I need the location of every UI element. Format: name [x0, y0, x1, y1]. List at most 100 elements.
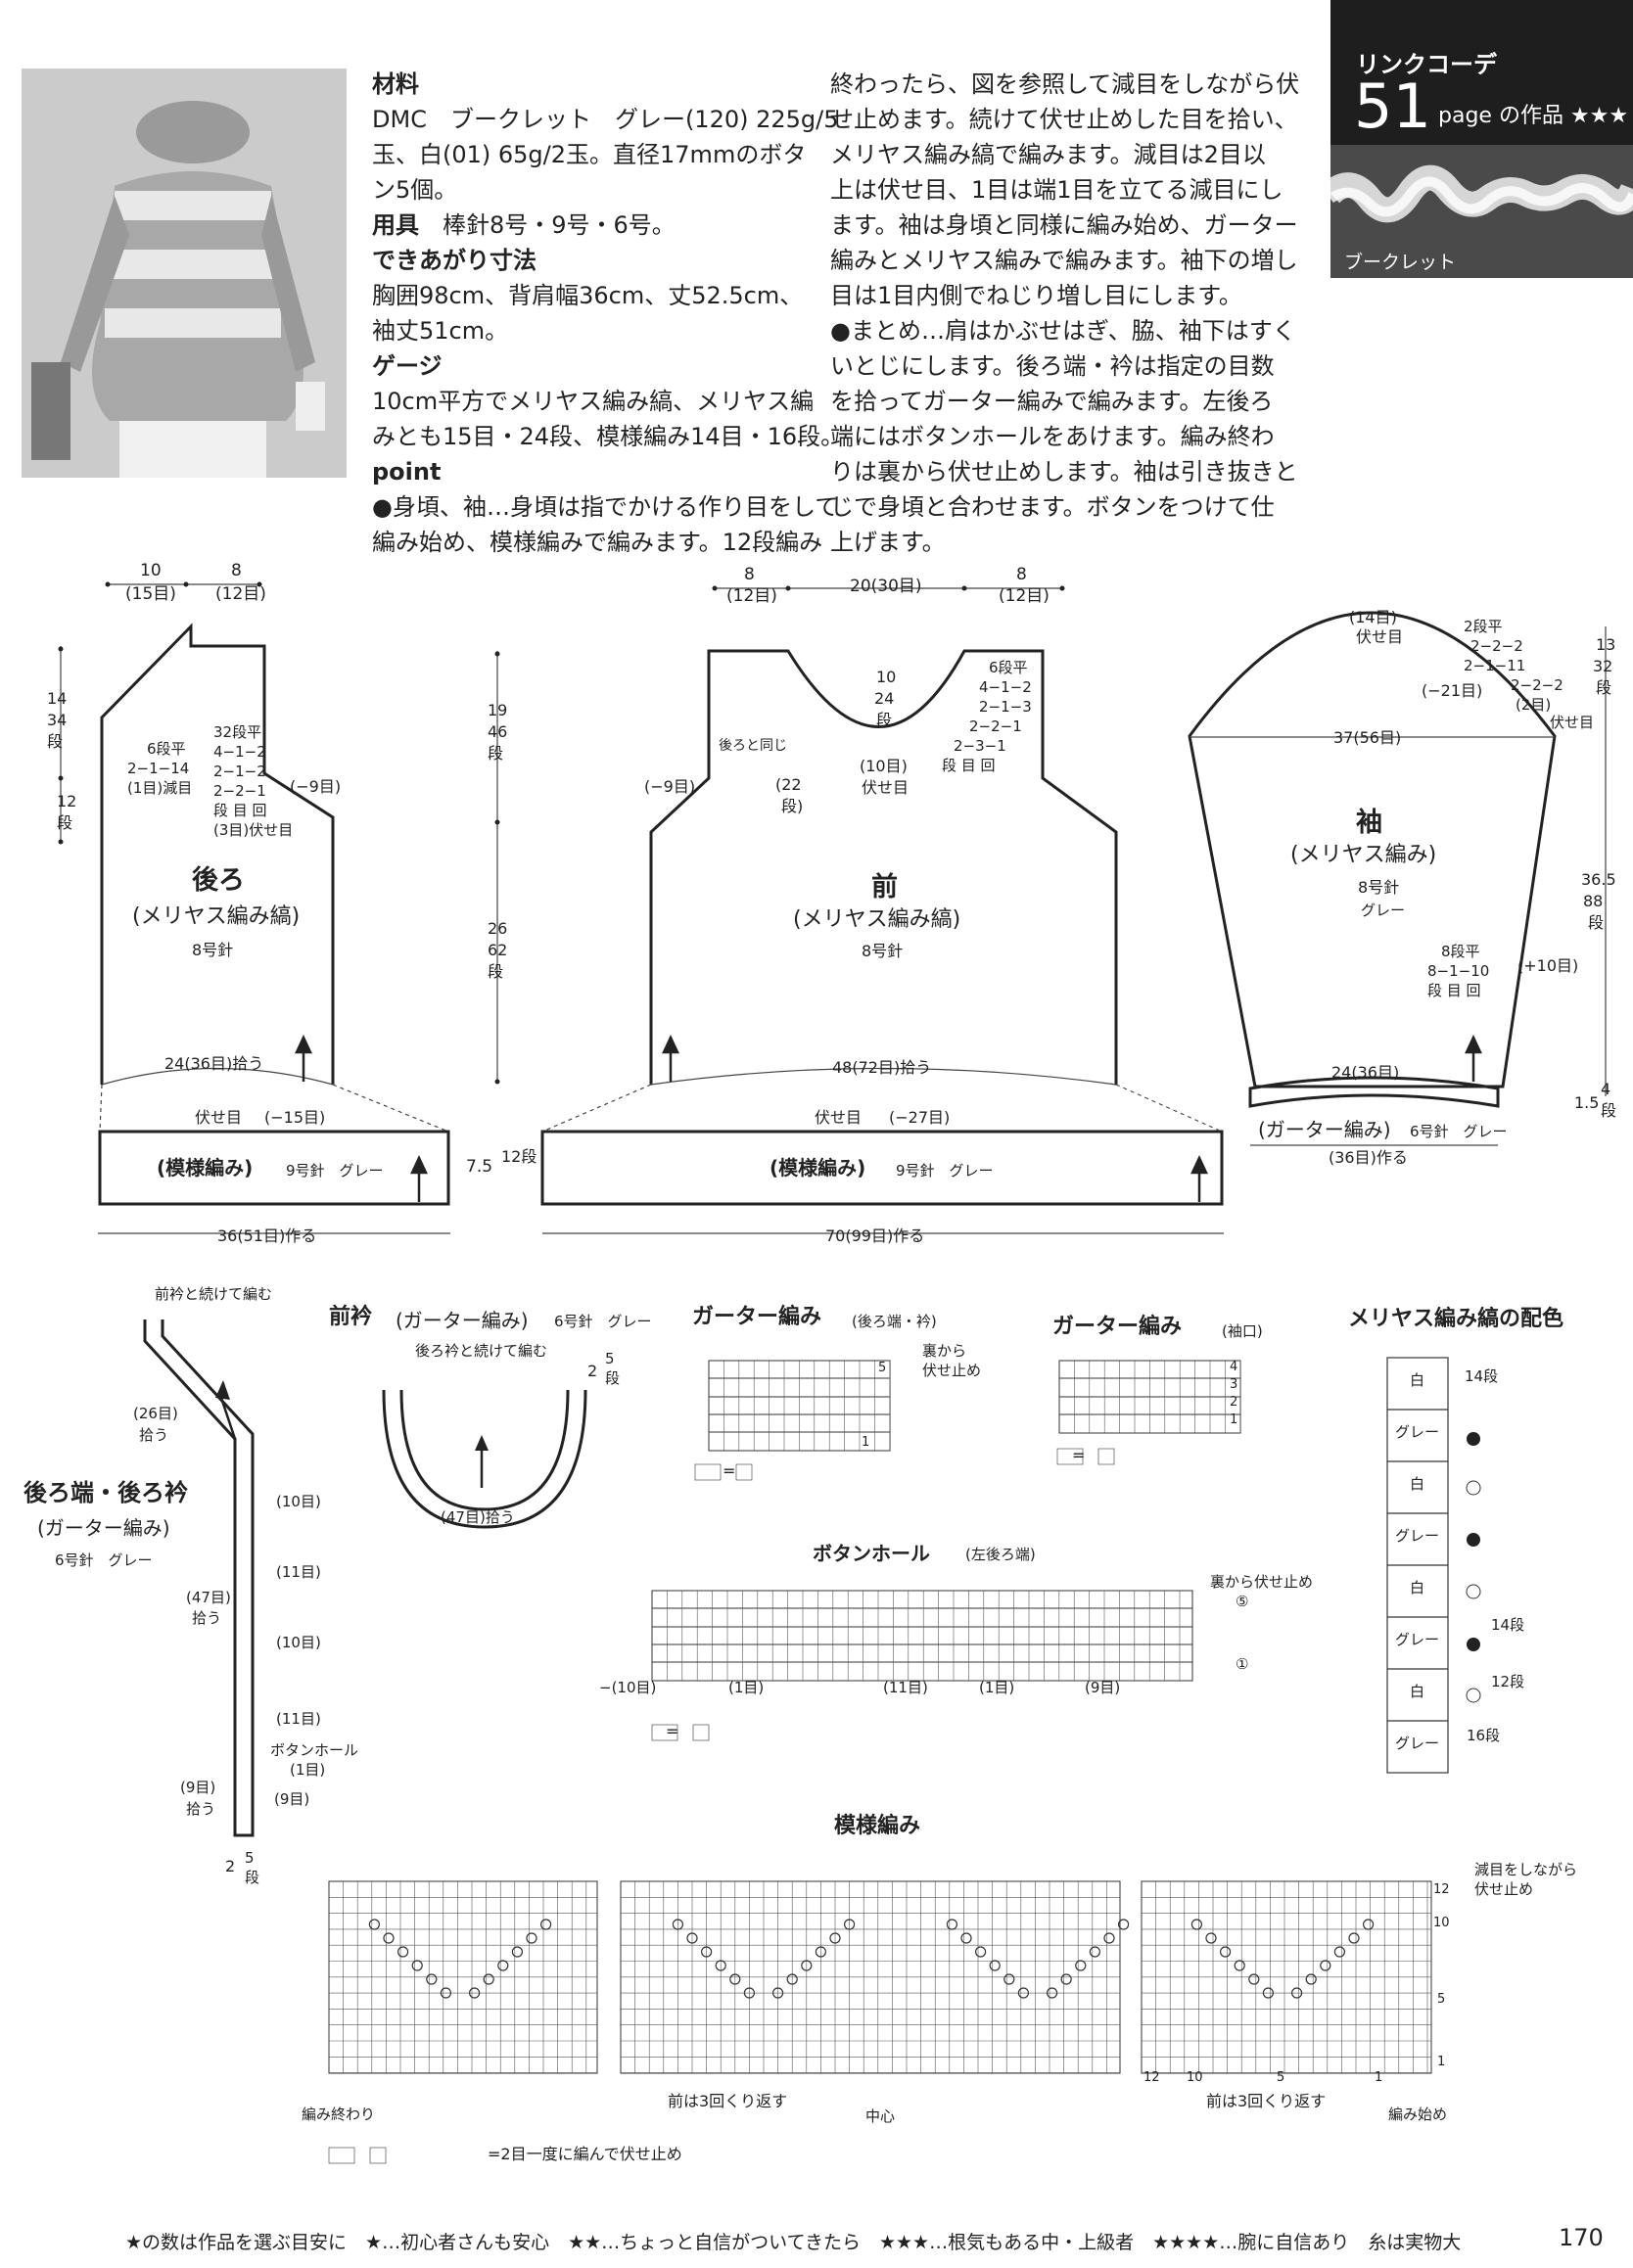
- text-column-left: 材料 DMC ブークレット グレー(120) 225g/5 玉、白(01) 65…: [372, 67, 844, 560]
- diagram-label: 5: [878, 1361, 887, 1375]
- sleeve-subtitle: (メリヤス編み): [1290, 843, 1437, 867]
- instruction-line: を拾ってガーター編みで編みます。左後ろ: [830, 388, 1274, 415]
- instruction-line: りは裏から伏せ止めします。袖は引き抜きと: [830, 458, 1298, 486]
- diagram-label: 段: [876, 711, 893, 729]
- diagram-label: 36.5: [1581, 870, 1616, 889]
- diagram-label: 2−1−11: [1464, 657, 1526, 674]
- diagram-label: 2: [587, 1362, 598, 1380]
- diagram-label: 5: [245, 1849, 255, 1867]
- stripe-title: メリヤス編み縞の配色: [1348, 1307, 1564, 1331]
- diagram-label: 段: [245, 1869, 260, 1886]
- diagram-label: 2−2−2: [1470, 637, 1523, 655]
- diagram-label: (1目): [979, 1679, 1015, 1696]
- diagram-label: 6段平: [147, 740, 186, 758]
- diagram-label: 4−1−2: [213, 743, 266, 761]
- diagram-label: =: [1072, 1446, 1086, 1464]
- diagram-label: 1: [1230, 1412, 1238, 1427]
- edge-title: 後ろ端・後ろ衿: [23, 1479, 188, 1506]
- front-pickup-curve: [650, 1067, 1117, 1086]
- badge-title: リンクコーデ: [1356, 51, 1497, 78]
- diagram-label: 14: [47, 689, 68, 708]
- diagram-label: =: [723, 1461, 736, 1480]
- diagram-label: 1.5: [1574, 1093, 1600, 1112]
- diagram-label: (−9目): [644, 777, 696, 796]
- yarn-sample: ブークレット: [1321, 145, 1633, 278]
- front-band-label: (模様編み): [770, 1156, 866, 1180]
- diagram-label: 2−2−2: [1511, 676, 1563, 694]
- diagram-label: (12目): [215, 584, 266, 604]
- gauge-line: みとも15目・24段、模様編み14目・16段。: [372, 423, 845, 450]
- diagram-label: 伏せ目: [1550, 714, 1595, 731]
- back-band: [98, 1130, 450, 1206]
- diagram-label: 10: [876, 668, 897, 686]
- diagram-label: 70(99目)作る: [825, 1227, 925, 1245]
- front-collar-title: 前衿: [329, 1305, 373, 1329]
- diagram-label: 2−1−2: [213, 763, 266, 780]
- diagram-label: 12段: [1491, 1673, 1525, 1690]
- page-number: 170: [1559, 2224, 1604, 2251]
- diagram-label: 4: [1230, 1360, 1238, 1374]
- diagram-label: 2−2−1: [213, 782, 266, 800]
- diagram-label: 8: [231, 561, 242, 580]
- size-line: 胸囲98cm、背肩幅36cm、丈52.5cm、: [372, 282, 804, 309]
- diagram-label: 10: [140, 561, 162, 580]
- diagram-label: (後ろ端・衿): [852, 1313, 937, 1330]
- diagram-label: 6号針 グレー: [55, 1551, 153, 1569]
- diagram-label: 62: [488, 941, 508, 959]
- knitting-diagrams: [58, 581, 1607, 2164]
- garter-title: ガーター編み: [692, 1305, 822, 1329]
- stripe-cell: グレー: [1395, 1735, 1440, 1752]
- diagram-label: (11目): [276, 1563, 321, 1581]
- front-title: 前: [871, 872, 898, 903]
- diagram-label: (+10目): [1517, 956, 1579, 975]
- diagram-label: 2段平: [1464, 618, 1503, 635]
- diagram-label: 8段平: [1441, 943, 1480, 960]
- diagram-label: 5: [1437, 1992, 1446, 2007]
- tools-heading: 用具: [372, 211, 419, 239]
- diagram-label: (1目): [290, 1761, 326, 1779]
- stripe-cell: 白: [1410, 1683, 1425, 1700]
- diagram-label: 6号針 グレー: [554, 1313, 652, 1330]
- diagram-label: 2−1−3: [979, 698, 1032, 716]
- diagram-label: (11目): [883, 1679, 928, 1696]
- back-title: 後ろ: [192, 865, 245, 896]
- diagram-label: 前は3回くり返す: [668, 2092, 788, 2110]
- diagram-label: 12: [57, 792, 77, 810]
- diagram-label: 1: [1437, 2055, 1446, 2069]
- diagram-label: 48(72目)拾う: [832, 1058, 932, 1077]
- instruction-line: ます。袖は身頃と同様に編み始め、ガーター: [830, 211, 1298, 239]
- diagram-label: 拾う: [186, 1800, 216, 1818]
- diagram-label: 4: [1601, 1080, 1611, 1098]
- diagram-label: 2−3−1: [954, 737, 1006, 755]
- diagram-label: 伏せ止め: [1474, 1880, 1534, 1898]
- sleeve-title: 袖: [1356, 808, 1382, 838]
- diagram-label: −(10目): [599, 1679, 657, 1696]
- instruction-line: 上は伏せ目、1目は端1目を立てる減目にし: [830, 176, 1283, 204]
- sleeve-band-label: (ガーター編み): [1258, 1118, 1391, 1141]
- front-collar-outline: [382, 1389, 587, 1529]
- buttonhole-title: ボタンホール: [813, 1542, 930, 1565]
- diagram-label: (14目): [1349, 608, 1397, 626]
- diagram-label: 4−1−2: [979, 678, 1032, 696]
- diagram-label: (22: [775, 775, 802, 794]
- instruction-line: じで身頃と合わせます。ボタンをつけて仕: [830, 493, 1275, 521]
- gauge-heading: ゲージ: [372, 352, 443, 380]
- diagram-label: 13: [1596, 635, 1616, 654]
- instruction-line: 端にはボタンホールをあけます。編み終わ: [830, 423, 1275, 450]
- yarn-label: ブークレット: [1344, 252, 1457, 273]
- instruction-line: 上げます。: [830, 529, 946, 556]
- diagram-label: 32: [1593, 657, 1613, 675]
- diagram-label: 24(36目): [1331, 1063, 1400, 1082]
- diagram-label: 14段: [1465, 1367, 1499, 1385]
- stripe-cell: 白: [1410, 1475, 1425, 1493]
- diagram-label: 34: [47, 711, 68, 729]
- instruction-line: 目は1目内側でねじり増し目にします。: [830, 282, 1242, 309]
- diagram-label: 36(51目)作る: [217, 1227, 317, 1245]
- diagram-label: 段: [1596, 678, 1612, 697]
- diagram-label: (12目): [999, 586, 1050, 606]
- text-column-right: 終わったら、図を参照して減目をしながら伏せ止めます。続けて伏せ止めした目を拾い、…: [830, 67, 1299, 560]
- diagram-label: 9号針 グレー: [896, 1162, 994, 1180]
- diagram-label: 10: [1187, 2070, 1203, 2085]
- diagram-label: 拾う: [192, 1609, 222, 1627]
- diagram-label: 段: [57, 813, 73, 832]
